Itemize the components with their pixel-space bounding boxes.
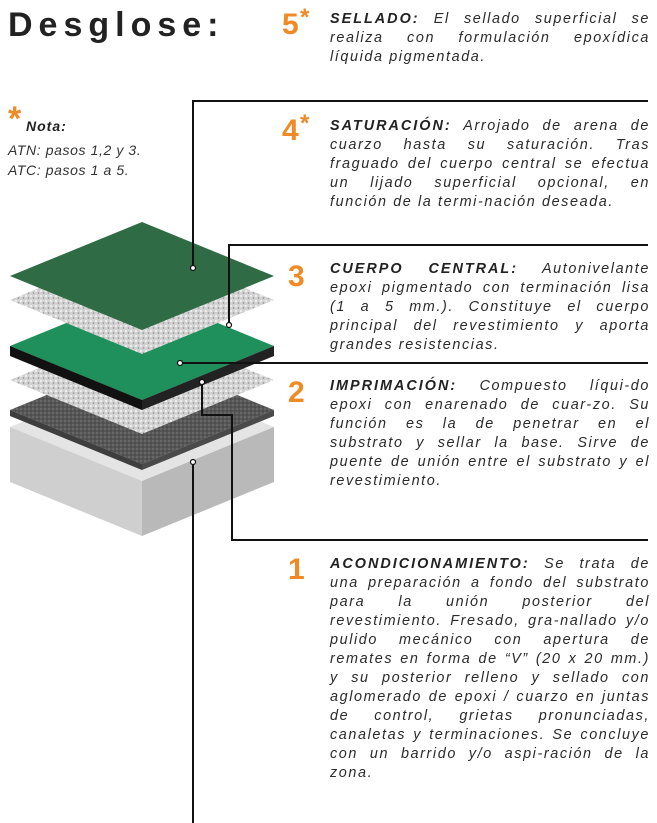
- step-5-number: 5: [282, 8, 299, 41]
- step-5-text: El sellado superficial se realiza con fo…: [330, 11, 650, 65]
- note-asterisk: *: [8, 100, 22, 138]
- step-3-text: Autonivelante epoxi pigmentado con termi…: [330, 261, 650, 353]
- leader-lines: [180, 100, 648, 823]
- page-title: Desglose:: [8, 6, 225, 44]
- leader-line-3: [228, 244, 648, 325]
- step-2-number: 2: [288, 376, 305, 409]
- note-label: Nota:: [26, 118, 67, 134]
- step-3-heading: CUERPO CENTRAL:: [330, 261, 519, 277]
- leader-line-4: [192, 100, 648, 268]
- step-5-description: SELLADO: El sellado superficial se reali…: [330, 10, 650, 67]
- step-1-number: 1: [288, 553, 305, 586]
- step-4-text: Arrojado de arena de cuarzo hasta su sat…: [330, 118, 650, 210]
- step-1-description: ACONDICIONAMIENTO: Se trata de una prepa…: [330, 555, 650, 783]
- layer-seal: [10, 222, 274, 330]
- step-1-heading: ACONDICIONAMIENTO:: [330, 556, 530, 572]
- step-4-description: SATURACIÓN: Arrojado de arena de cuarzo …: [330, 117, 650, 212]
- note-line-atn: ATN: pasos 1,2 y 3.: [8, 142, 142, 158]
- note-line-atc: ATC: pasos 1 a 5.: [8, 162, 130, 178]
- step-5-asterisk: *: [300, 4, 310, 31]
- step-2-heading: IMPRIMACIÓN:: [330, 378, 458, 394]
- step-1-text: Se trata de una preparación a fondo del …: [330, 556, 650, 781]
- step-4-heading: SATURACIÓN:: [330, 118, 452, 134]
- step-3-number: 3: [288, 260, 305, 293]
- step-4-asterisk: *: [300, 110, 310, 137]
- step-5-heading: SELLADO:: [330, 11, 420, 27]
- step-2-description: IMPRIMACIÓN: Compuesto líqui-do epoxi co…: [330, 377, 650, 491]
- leader-line-1: [201, 382, 648, 541]
- step-3-description: CUERPO CENTRAL: Autonivelante epoxi pigm…: [330, 260, 650, 355]
- step-2-text: Compuesto líqui-do epoxi con enarenado d…: [330, 378, 650, 489]
- step-4-number: 4: [282, 114, 299, 147]
